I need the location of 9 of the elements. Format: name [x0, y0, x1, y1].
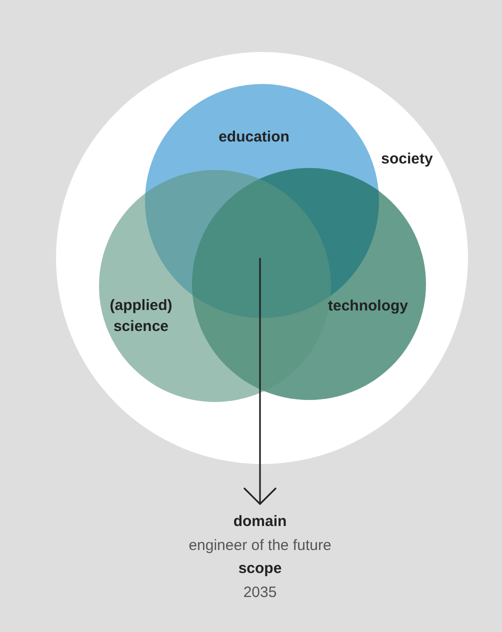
arrow — [243, 258, 277, 505]
caption-text: engineer of the future — [188, 536, 332, 556]
category-label: society — [381, 150, 433, 170]
caption-text: 2035 — [242, 582, 278, 602]
category-label: (applied) science — [108, 296, 174, 337]
caption-heading: domain — [232, 512, 288, 532]
category-label: technology — [328, 296, 408, 316]
category-label: education — [218, 128, 290, 148]
caption-heading: scope — [237, 559, 283, 579]
